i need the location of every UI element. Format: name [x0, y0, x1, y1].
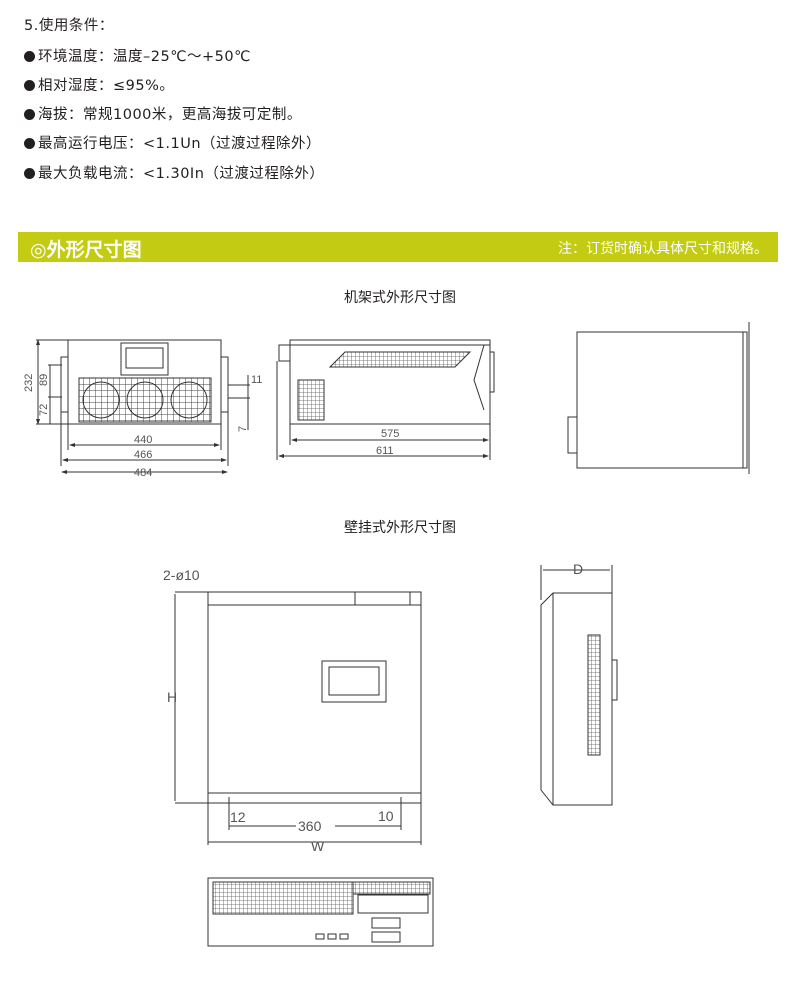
wall-bottom-view: [207, 877, 434, 947]
dim-12: 12: [230, 809, 246, 825]
bullet-icon: [24, 80, 35, 91]
condition-altitude: 海拔：常规1000米，更高海拔可定制。: [24, 103, 302, 124]
dim-72: 72: [38, 404, 50, 416]
dim-7: 7: [237, 426, 249, 432]
condition-humidity: 相对湿度：≤95%。: [24, 74, 174, 95]
dim-89: 89: [38, 374, 50, 386]
bullet-icon: [24, 51, 35, 62]
dim-hole: 2-ø10: [163, 567, 200, 583]
dim-10: 10: [378, 808, 394, 824]
dim-d: D: [573, 561, 583, 577]
dim-611: 611: [376, 445, 394, 457]
dim-232: 232: [23, 374, 35, 392]
wall-side-view: [540, 565, 618, 806]
conditions-heading: 5.使用条件：: [24, 18, 114, 34]
section-header-bar: ◎外形尺寸图 注：订货时确认具体尺寸和规格。: [18, 232, 778, 262]
wall-front-view: [174, 591, 422, 845]
dim-484: 484: [134, 467, 152, 479]
section-title: ◎外形尺寸图: [30, 239, 142, 261]
wall-title: 壁挂式外形尺寸图: [344, 520, 456, 536]
dim-360: 360: [298, 818, 322, 834]
rack-top-view: [567, 322, 750, 474]
rack-side-view: [276, 339, 495, 460]
dim-440: 440: [134, 434, 152, 446]
condition-current: 最大负载电流：<1.30In（过渡过程除外）: [24, 162, 324, 183]
rack-front-view: [36, 339, 250, 474]
condition-text: 最高运行电压：<1.1Un（过渡过程除外）: [38, 136, 322, 152]
rack-title: 机架式外形尺寸图: [344, 290, 456, 306]
dim-466: 466: [134, 449, 152, 461]
condition-text: 最大负载电流：<1.30In（过渡过程除外）: [38, 166, 325, 182]
dim-11: 11: [251, 374, 262, 386]
condition-voltage: 最高运行电压：<1.1Un（过渡过程除外）: [24, 132, 321, 153]
bullet-icon: [24, 168, 35, 179]
condition-temperature: 环境温度：温度–25℃～+50℃: [24, 45, 251, 66]
condition-text: 环境温度：温度–25℃～+50℃: [38, 49, 251, 65]
bullet-icon: [24, 138, 35, 149]
section-note: 注：订货时确认具体尺寸和规格。: [558, 241, 768, 257]
condition-text: 相对湿度：≤95%。: [38, 78, 175, 94]
dim-h: H: [167, 689, 177, 705]
bullet-icon: [24, 109, 35, 120]
dim-w: W: [311, 838, 325, 854]
dim-575: 575: [381, 428, 399, 440]
condition-text: 海拔：常规1000米，更高海拔可定制。: [38, 107, 302, 123]
